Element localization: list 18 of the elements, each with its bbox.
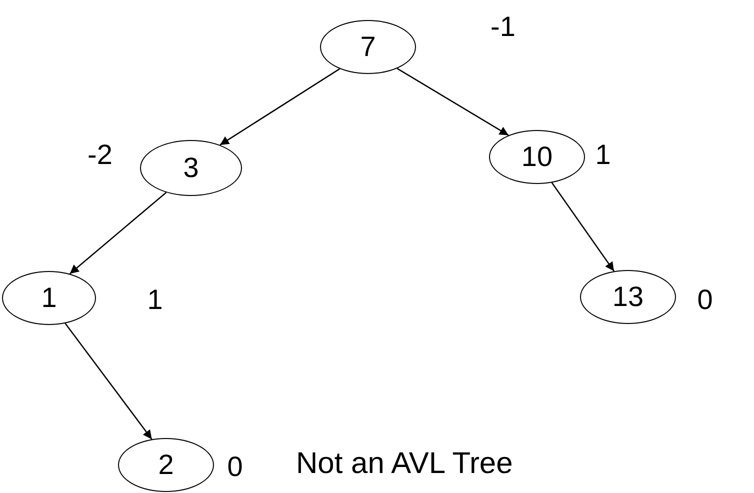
balance-factor: 0 (697, 286, 713, 314)
node-value: 1 (41, 284, 57, 312)
node-value: 10 (521, 143, 553, 171)
caption-text: Not an AVL Tree (296, 449, 513, 479)
balance-factor: -2 (88, 141, 112, 169)
balance-factor: 1 (595, 141, 611, 169)
arrow (220, 68, 340, 146)
node-value: 7 (360, 33, 376, 61)
balance-factor: -1 (490, 13, 516, 41)
arrow (69, 192, 167, 274)
balance-factor: 0 (227, 453, 243, 481)
balance-factor: 1 (147, 286, 163, 314)
node-value: 2 (158, 451, 174, 479)
node-value: 3 (183, 154, 199, 182)
arrow (396, 68, 509, 136)
arrow (64, 322, 152, 440)
arrow (551, 182, 615, 272)
node-value: 13 (612, 283, 644, 311)
